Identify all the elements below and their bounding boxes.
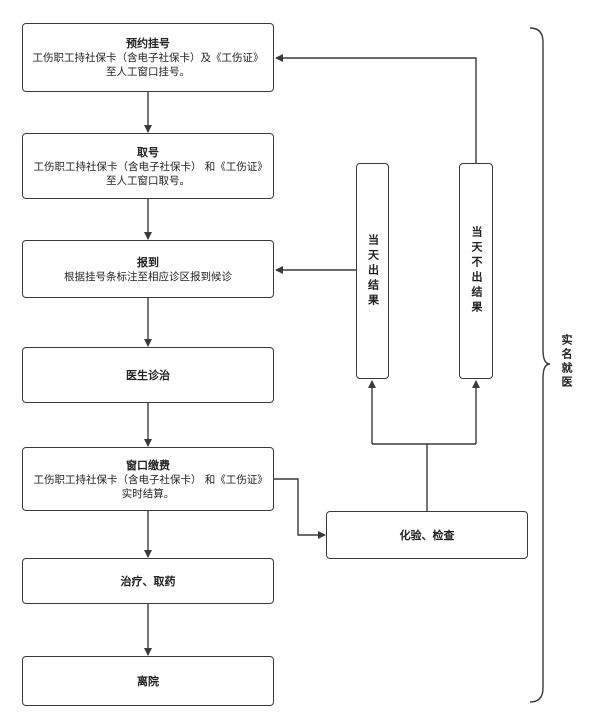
step-take-number-desc: 工伤职工持社保卡（含电子社保卡） 和《工伤证》至人工窗口取号。 <box>33 160 263 187</box>
not-same-day-result-label: 当天不出结果 <box>470 226 483 316</box>
step-take-number: 取号 工伤职工持社保卡（含电子社保卡） 和《工伤证》至人工窗口取号。 <box>22 133 274 199</box>
step-check-in-desc: 根据挂号条标注至相应诊区报到候诊 <box>64 270 232 283</box>
step-discharge-title: 离院 <box>137 674 159 688</box>
step-treatment-title: 治疗、取药 <box>120 574 176 588</box>
step-take-number-title: 取号 <box>137 145 159 159</box>
line-exam-junction <box>372 443 428 511</box>
right-bracket <box>529 27 551 703</box>
real-name-label: 实名就医 <box>560 334 573 390</box>
exam-box: 化验、检查 <box>326 511 528 559</box>
step-treatment: 治疗、取药 <box>22 558 274 604</box>
step-booking-desc: 工伤职工持社保卡（含电子社保卡）及《工伤证》至人工窗口挂号。 <box>32 52 264 78</box>
step-check-in: 报到 根据挂号条标注至相应诊区报到候诊 <box>22 240 274 298</box>
same-day-result-box: 当天出结果 <box>356 163 389 379</box>
arrow-payment-to-exam <box>274 478 326 539</box>
same-day-result-label: 当天出结果 <box>366 233 380 309</box>
step-diagnosis-title: 医生诊治 <box>126 368 170 382</box>
exam-label: 化验、检查 <box>399 528 455 542</box>
step-payment-desc: 工伤职工持社保卡（含电子社保卡） 和《工伤证》实时结算。 <box>33 473 263 500</box>
step-check-in-title: 报到 <box>137 255 159 269</box>
arrow-not-same-day-to-booking <box>275 54 477 163</box>
step-booking-title: 预约挂号 <box>126 37 170 50</box>
step-discharge: 离院 <box>22 656 274 706</box>
step-payment: 窗口缴费 工伤职工持社保卡（含电子社保卡） 和《工伤证》实时结算。 <box>22 447 274 511</box>
step-payment-title: 窗口缴费 <box>126 458 170 472</box>
step-diagnosis: 医生诊治 <box>22 347 274 403</box>
not-same-day-result-box: 当天不出结果 <box>459 163 493 379</box>
step-booking: 预约挂号 工伤职工持社保卡（含电子社保卡）及《工伤证》至人工窗口挂号。 <box>22 23 274 92</box>
